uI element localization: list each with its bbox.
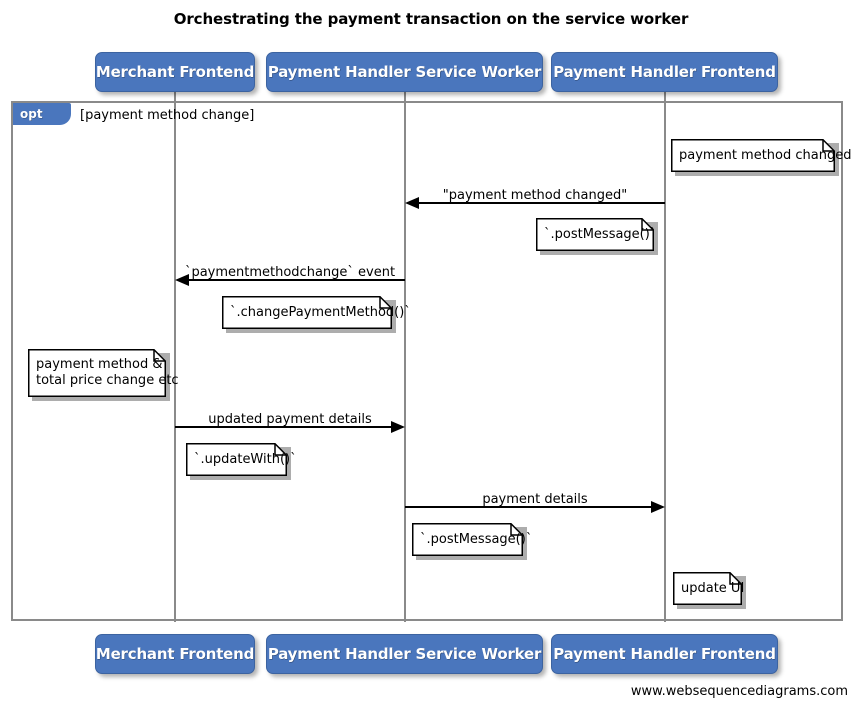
participant-label: Payment Handler Service Worker [267,645,542,663]
participant-box-top-payment-handler-service-worker[interactable]: Payment Handler Service Worker [266,52,543,92]
participant-box-bottom-payment-handler-service-worker[interactable]: Payment Handler Service Worker [266,634,543,674]
message-line-payment-details [405,506,652,508]
message-label-updated-payment-details: updated payment details [208,412,372,427]
message-label-paymentmethodchange-event: `paymentmethodchange` event [184,265,396,280]
lifeline-payment-handler-frontend [664,92,666,622]
note-update-with: `.updateWith()` [186,443,297,480]
fragment-opt-tag: opt [13,103,71,125]
note-body [673,572,742,605]
note-body [536,218,654,251]
note-text: payment method changed [679,147,852,163]
note-text: `.postMessage()` [544,226,657,242]
message-label-payment-method-changed: "payment method changed" [442,188,628,203]
note-body [412,523,523,556]
note-update-ui: update UI [673,572,746,609]
fragment-opt-frame [11,101,843,621]
participant-box-bottom-payment-handler-frontend[interactable]: Payment Handler Frontend [551,634,778,674]
note-text: `.changePaymentMethod()` [230,304,411,320]
note-text: payment method & total price change etc [36,357,179,388]
lifeline-payment-handler-service-worker [404,92,406,622]
arrow-head-payment-details [651,501,665,513]
lifeline-merchant-frontend [174,92,176,622]
fragment-opt-tag-label: opt [20,107,43,121]
note-body [28,349,166,397]
note-text: update UI [681,580,745,596]
participant-box-top-payment-handler-frontend[interactable]: Payment Handler Frontend [551,52,778,92]
note-text: `.postMessage()` [420,531,533,547]
watermark-url: www.websequencediagrams.com [630,684,848,699]
arrow-head-paymentmethodchange-event [175,274,189,286]
note-body [222,296,392,329]
fragment-opt-guard: [payment method change] [80,108,255,123]
note-body [186,443,287,476]
message-line-paymentmethodchange-event [188,279,405,281]
participant-label: Payment Handler Frontend [553,645,776,663]
note-post-message-1: `.postMessage()` [536,218,658,255]
participant-box-top-merchant-frontend[interactable]: Merchant Frontend [95,52,255,92]
participant-label: Merchant Frontend [95,645,255,663]
note-post-message-2: `.postMessage()` [412,523,532,560]
note-change-payment-method: `.changePaymentMethod()` [222,296,411,333]
arrow-head-updated-payment-details [391,421,405,433]
arrow-head-payment-method-changed [405,197,419,209]
participant-label: Merchant Frontend [95,63,255,81]
message-line-payment-method-changed [418,202,665,204]
message-line-updated-payment-details [175,426,392,428]
participant-label: Payment Handler Service Worker [267,63,542,81]
page-title: Orchestrating the payment transaction on… [173,10,689,28]
message-label-payment-details: payment details [482,492,588,507]
participant-box-bottom-merchant-frontend[interactable]: Merchant Frontend [95,634,255,674]
note-payment-method-changed: payment method changed [671,139,851,176]
note-body [671,139,835,172]
note-payment-method-total-price: payment method & total price change etc [28,349,179,401]
note-text: `.updateWith()` [194,451,297,467]
participant-label: Payment Handler Frontend [553,63,776,81]
